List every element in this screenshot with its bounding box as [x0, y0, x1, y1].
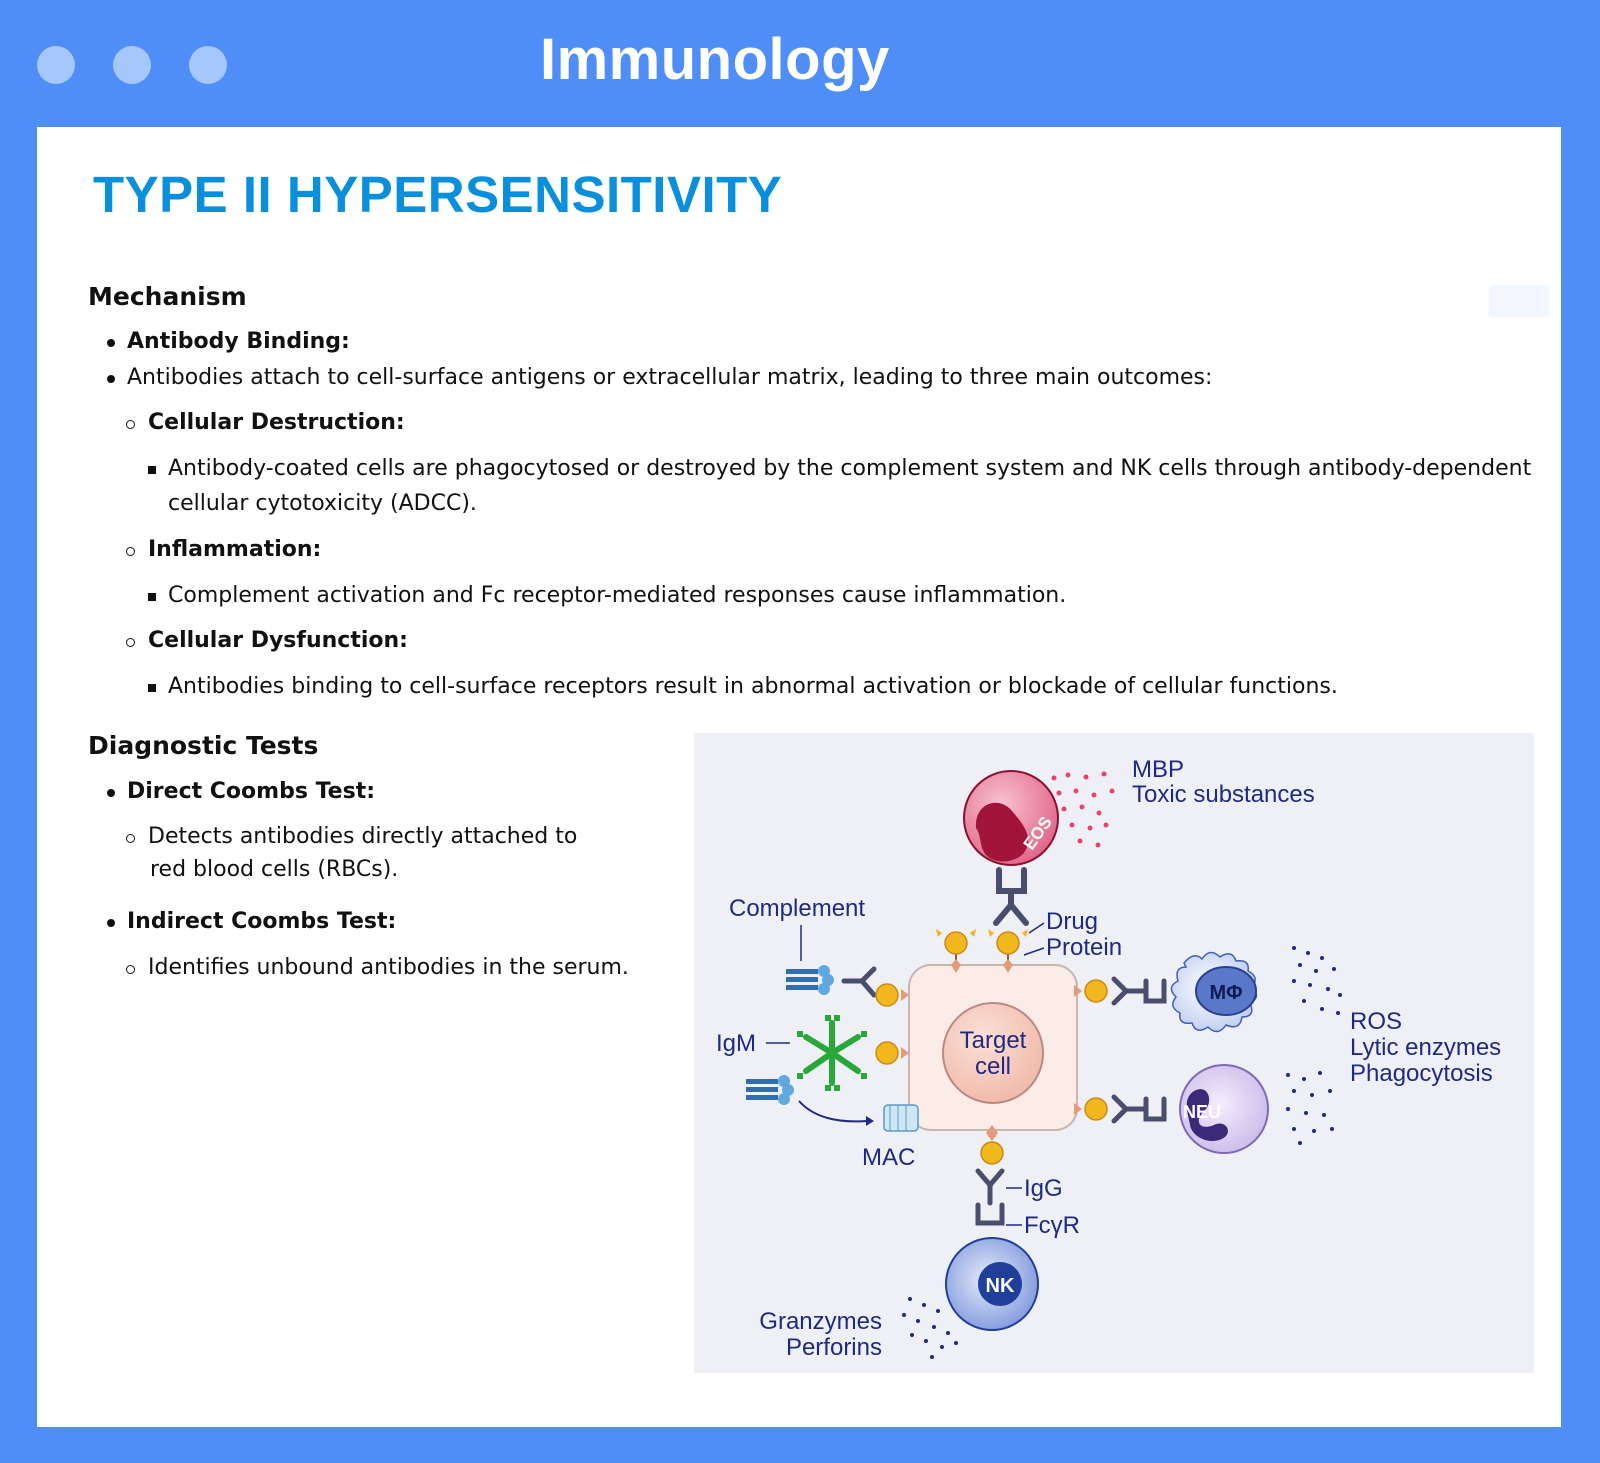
indirect-coombs-title: Indirect Coombs Test:	[127, 909, 397, 934]
square-bullet	[148, 593, 156, 601]
diagram-svg: Target cell EOS MBP Toxic substances	[716, 756, 1501, 1361]
mac-product-dots	[1292, 946, 1342, 1015]
igm-complement	[746, 1075, 794, 1105]
neu-product-dots	[1286, 1071, 1334, 1145]
diagnostics-heading: Diagnostic Tests	[88, 731, 319, 760]
direct-coombs-detail-2: red blood cells (RBCs).	[150, 857, 399, 882]
mac-arrow	[798, 1100, 867, 1123]
eosinophil-nucleus	[975, 802, 1029, 862]
outcome-detail-destruction-1: Antibody-coated cells are phagocytosed o…	[168, 456, 1532, 481]
drug-label: Drug	[1046, 908, 1098, 935]
window-maximize-button[interactable]	[189, 46, 227, 84]
target-cell-nucleus	[942, 1002, 1044, 1104]
bullet-dot	[107, 339, 115, 347]
page-title: TYPE II HYPERSENSITIVITY	[93, 166, 783, 223]
perforins-label: Perforins	[786, 1334, 882, 1361]
antibody-binding-label: Antibody Binding:	[127, 329, 350, 354]
target-cell-label-1: Target	[960, 1027, 1027, 1054]
nk-label: NK	[986, 1275, 1015, 1297]
right-antigen-neu	[1074, 1097, 1108, 1121]
outcome-title-destruction: Cellular Destruction:	[148, 410, 405, 435]
nk-antibody	[975, 1168, 1005, 1226]
target-cell-label-2: cell	[975, 1053, 1011, 1080]
toxic-label: Toxic substances	[1132, 781, 1315, 808]
mphi-label: MΦ	[1209, 982, 1242, 1004]
macrophage-nucleus	[1195, 966, 1257, 1016]
outcome-title-dysfunction: Cellular Dysfunction:	[148, 628, 408, 653]
circle-bullet	[126, 834, 135, 843]
eos-antibody	[993, 867, 1029, 926]
igg-label: IgG	[1024, 1175, 1063, 1202]
outcome-detail-inflammation: Complement activation and Fc receptor-me…	[168, 583, 1067, 608]
indirect-coombs-detail: Identifies unbound antibodies in the ser…	[148, 955, 629, 980]
igm-label: IgM	[716, 1030, 756, 1057]
igm-pentamer	[803, 1020, 861, 1086]
neu-antibody	[1111, 1094, 1167, 1124]
lytic-label: Lytic enzymes	[1350, 1034, 1501, 1061]
bullet-dot	[107, 789, 115, 797]
top-antigens	[936, 929, 1028, 973]
igm-arms	[797, 1015, 867, 1091]
window-title: Immunology	[540, 27, 890, 92]
square-bullet	[148, 466, 156, 474]
phago-label: Phagocytosis	[1350, 1060, 1493, 1087]
outcome-title-inflammation: Inflammation:	[148, 537, 322, 562]
type2-mechanism-diagram: Target cell EOS MBP Toxic substances	[694, 733, 1534, 1373]
content-panel: TYPE II HYPERSENSITIVITY Mechanism Antib…	[37, 127, 1561, 1427]
ros-label: ROS	[1350, 1008, 1402, 1035]
right-antigen-mac	[1074, 979, 1108, 1003]
nk-nucleus	[978, 1262, 1022, 1306]
window-close-button[interactable]	[37, 46, 75, 84]
bullet-dot	[107, 375, 115, 383]
faint-badge	[1489, 285, 1549, 317]
complement-protein	[786, 965, 834, 995]
mac-pore	[883, 1104, 919, 1132]
granzymes-label: Granzymes	[759, 1308, 882, 1335]
circle-bullet	[126, 547, 135, 556]
complement-label: Complement	[729, 895, 865, 922]
mechanism-heading: Mechanism	[88, 282, 247, 311]
window-minimize-button[interactable]	[113, 46, 151, 84]
direct-coombs-title: Direct Coombs Test:	[127, 779, 376, 804]
circle-bullet	[126, 965, 135, 974]
mac-antibody	[1111, 976, 1167, 1006]
protein-label: Protein	[1046, 934, 1122, 961]
square-bullet	[148, 684, 156, 692]
nk-product-dots	[902, 1297, 958, 1359]
fcgr-label: FcγR	[1024, 1212, 1080, 1239]
eos-granules-dots	[1051, 771, 1115, 848]
left-antigen-2	[875, 1041, 899, 1065]
mbp-label: MBP	[1132, 756, 1184, 783]
bottom-antigen	[980, 1125, 1004, 1165]
antibody-binding-text: Antibodies attach to cell-surface antige…	[127, 365, 1213, 390]
direct-coombs-detail-1: Detects antibodies directly attached to	[148, 824, 578, 849]
mac-label: MAC	[862, 1144, 915, 1171]
complement-antibody	[841, 966, 877, 998]
neu-label: NEU	[1183, 1102, 1221, 1122]
neutrophil-nucleus	[1186, 1089, 1228, 1142]
circle-bullet	[126, 420, 135, 429]
outcome-detail-dysfunction: Antibodies binding to cell-surface recep…	[168, 674, 1338, 699]
outcome-detail-destruction-2: cellular cytotoxicity (ADCC).	[168, 491, 477, 516]
bullet-dot	[107, 919, 115, 927]
circle-bullet	[126, 638, 135, 647]
left-antigen-1	[875, 983, 899, 1007]
